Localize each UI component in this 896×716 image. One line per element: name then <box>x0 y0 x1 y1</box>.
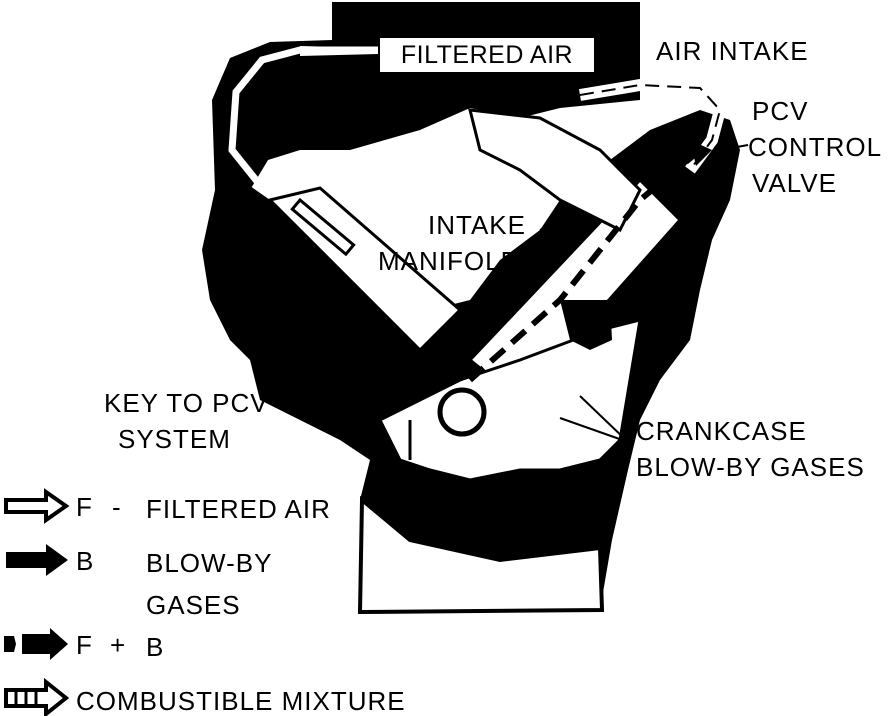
crankcase-label: CRANKCASE <box>636 416 807 446</box>
leader-crank-2 <box>579 395 629 443</box>
blowby-gases-label: BLOW-BY GASES <box>636 452 865 482</box>
legend-gases-text: GASES <box>146 590 241 620</box>
valve-label: VALVE <box>752 168 837 198</box>
legend-combustible-text: COMBUSTIBLE MIXTURE <box>76 686 406 716</box>
legend-mixed-code-f: F <box>76 630 93 660</box>
pcv-hose-outline <box>579 83 722 171</box>
piston <box>560 300 612 350</box>
flow-path-main <box>468 147 702 383</box>
key-title-line2: SYSTEM <box>118 424 231 454</box>
crankcase-body <box>377 317 642 482</box>
legend-code-b: B <box>76 546 95 576</box>
pcv-label: PCV <box>752 96 809 126</box>
legend-mixed-code-b: B <box>146 632 165 662</box>
flow-arrow-head <box>690 140 712 166</box>
legend-code-f: F <box>76 492 93 522</box>
air-duct-tip <box>300 46 378 56</box>
intake-manifold-body <box>468 108 642 233</box>
legend-mixed-plus: + <box>110 630 127 660</box>
leader-pcv <box>719 144 749 151</box>
leader-crank-1 <box>559 417 629 443</box>
air-intake-arrow <box>612 38 640 58</box>
legend-blowby-text: BLOW-BY <box>146 548 273 578</box>
blowby-arrow-icon <box>6 544 68 576</box>
filtered-air-box-label: FILTERED AIR <box>378 36 596 74</box>
control-label: CONTROL <box>748 132 883 162</box>
filtered-air-arrow-icon <box>4 488 70 524</box>
left-cover-slot <box>290 197 356 257</box>
intake-label: INTAKE <box>428 210 526 240</box>
manifold-label: MANIFOLD <box>378 246 521 276</box>
oil-pan <box>357 495 605 615</box>
leader-intake <box>539 215 573 231</box>
legend-filtered-air-text: FILTERED AIR <box>146 494 331 524</box>
combustible-arrow-icon <box>4 677 70 716</box>
key-title-line1: KEY TO PCV <box>104 388 269 418</box>
air-intake-label: AIR INTAKE <box>656 36 809 66</box>
mixed-arrow-icon <box>4 628 68 660</box>
legend-dash: - <box>112 492 122 522</box>
crankshaft <box>437 387 487 437</box>
